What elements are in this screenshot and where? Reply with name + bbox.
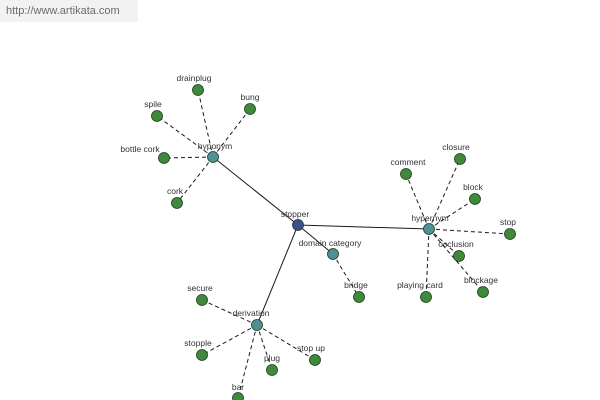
node-marker-cork[interactable]: [171, 197, 183, 209]
node-hyponym[interactable]: hyponym: [198, 141, 233, 163]
node-label-bridge[interactable]: bridge: [344, 280, 368, 290]
site-url[interactable]: http://www.artikata.com: [6, 5, 120, 17]
node-marker-spile[interactable]: [151, 110, 163, 122]
node-stopple[interactable]: stopple: [184, 338, 212, 361]
node-marker-stopup[interactable]: [309, 354, 321, 366]
edge-stopper-domain: [297, 224, 334, 255]
edge-hyponym-bung: [212, 108, 251, 158]
node-stopup[interactable]: stop up: [297, 343, 325, 366]
node-marker-hyponym[interactable]: [207, 151, 219, 163]
node-bottlecork[interactable]: bottle cork: [120, 144, 170, 164]
edge-stopper-hypernym: [297, 224, 430, 230]
node-marker-closure[interactable]: [454, 153, 466, 165]
edge-hypernym-closure: [428, 158, 461, 230]
node-occlusion[interactable]: occlusion: [438, 239, 474, 262]
node-block[interactable]: block: [463, 182, 484, 205]
node-label-plug[interactable]: plug: [264, 353, 280, 363]
node-marker-occlusion[interactable]: [453, 250, 465, 262]
node-marker-stopple[interactable]: [196, 349, 208, 361]
node-secure[interactable]: secure: [187, 283, 213, 306]
node-label-occlusion[interactable]: occlusion: [438, 239, 474, 249]
node-plug[interactable]: plug: [264, 353, 280, 376]
node-marker-hypernym[interactable]: [423, 223, 435, 235]
edge-hyponym-cork: [176, 156, 214, 204]
edge-stopper-derivation: [256, 224, 299, 326]
node-marker-comment[interactable]: [400, 168, 412, 180]
node-marker-block[interactable]: [469, 193, 481, 205]
node-stopper[interactable]: stopper: [281, 209, 310, 231]
edge-hypernym-comment: [405, 173, 430, 230]
node-marker-bar[interactable]: [232, 392, 244, 400]
node-label-blockage[interactable]: blockage: [464, 275, 498, 285]
node-label-cork[interactable]: cork: [167, 186, 184, 196]
node-label-stopper[interactable]: stopper: [281, 209, 310, 219]
node-bridge[interactable]: bridge: [344, 280, 368, 303]
node-marker-stop[interactable]: [504, 228, 516, 240]
node-marker-bridge[interactable]: [353, 291, 365, 303]
node-marker-domain[interactable]: [327, 248, 339, 260]
edge-derivation-plug: [256, 324, 273, 371]
edge-hyponym-drainplug: [197, 89, 214, 158]
edge-hyponym-spile: [156, 115, 214, 158]
node-drainplug[interactable]: drainplug: [177, 73, 212, 96]
node-label-stopup[interactable]: stop up: [297, 343, 325, 353]
node-stop[interactable]: stop: [500, 217, 516, 240]
node-spile[interactable]: spile: [144, 99, 163, 122]
graph-nodes: stopper hyponym hypernym derivation domain c…: [120, 73, 516, 400]
node-label-comment[interactable]: comment: [391, 157, 427, 167]
node-label-hypernym[interactable]: hypernym: [411, 213, 448, 223]
node-label-bar[interactable]: bar: [232, 382, 244, 392]
edge-derivation-stopple: [201, 324, 258, 356]
node-label-derivation[interactable]: derivation: [233, 308, 270, 318]
edge-hyponym-bottlecork: [163, 156, 214, 159]
node-label-closure[interactable]: closure: [442, 142, 470, 152]
node-marker-secure[interactable]: [196, 294, 208, 306]
edge-derivation-secure: [201, 299, 258, 326]
node-label-stopple[interactable]: stopple: [184, 338, 212, 348]
edge-domain-bridge: [332, 253, 360, 298]
node-marker-bung[interactable]: [244, 103, 256, 115]
node-blockage[interactable]: blockage: [464, 275, 498, 298]
edge-hypernym-block: [428, 198, 476, 230]
node-label-domain[interactable]: domain category: [299, 238, 363, 248]
edge-derivation-bar: [237, 324, 258, 399]
node-label-bottlecork[interactable]: bottle cork: [120, 144, 160, 154]
edge-hypernym-playingcard: [425, 228, 430, 298]
node-label-playingcard[interactable]: playing card: [397, 280, 443, 290]
node-label-drainplug[interactable]: drainplug: [177, 73, 212, 83]
node-bar[interactable]: bar: [232, 382, 244, 400]
node-comment[interactable]: comment: [391, 157, 427, 180]
edge-derivation-stopup: [256, 324, 316, 361]
edge-stopper-hyponym: [212, 156, 299, 226]
node-playingcard[interactable]: playing card: [397, 280, 443, 303]
node-label-spile[interactable]: spile: [144, 99, 162, 109]
node-domain[interactable]: domain category: [299, 238, 363, 260]
node-label-bung[interactable]: bung: [241, 92, 260, 102]
graph-edges: [156, 89, 511, 399]
node-closure[interactable]: closure: [442, 142, 470, 165]
node-label-secure[interactable]: secure: [187, 283, 213, 293]
node-label-hyponym[interactable]: hyponym: [198, 141, 233, 151]
node-derivation[interactable]: derivation: [233, 308, 270, 331]
node-cork[interactable]: cork: [167, 186, 184, 209]
node-marker-drainplug[interactable]: [192, 84, 204, 96]
node-marker-blockage[interactable]: [477, 286, 489, 298]
node-marker-derivation[interactable]: [251, 319, 263, 331]
site-url-banner[interactable]: http://www.artikata.com: [0, 0, 138, 22]
node-label-stop[interactable]: stop: [500, 217, 516, 227]
node-bung[interactable]: bung: [241, 92, 260, 115]
node-marker-playingcard[interactable]: [420, 291, 432, 303]
node-marker-stopper[interactable]: [292, 219, 304, 231]
node-label-block[interactable]: block: [463, 182, 484, 192]
node-marker-plug[interactable]: [266, 364, 278, 376]
node-hypernym[interactable]: hypernym: [411, 213, 449, 235]
node-marker-bottlecork[interactable]: [158, 152, 170, 164]
edge-hypernym-stop: [428, 228, 511, 235]
